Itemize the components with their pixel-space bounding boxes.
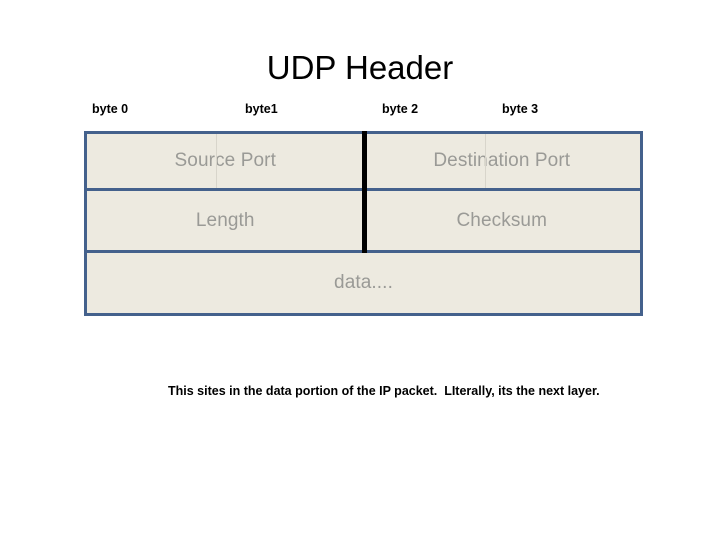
cell-length: Length [195,209,255,231]
byte-offset-label-1: byte1 [245,102,278,116]
page-title: UDP Header [266,49,454,86]
byte-offset-label-3: byte 3 [502,102,539,116]
quarter-divider-3 [485,134,486,188]
cell-destination-port: Destination Port [433,150,571,171]
quarter-divider-1 [216,134,217,188]
cell-data: data.... [334,272,393,293]
cell-checksum: Checksum [456,209,548,231]
table-row-data: data.... [87,253,640,313]
byte-ruler: byte 0 byte1 byte 2 byte 3 [84,100,644,120]
cell-source-port: Source Port [174,150,276,171]
word-midpoint-divider [362,131,367,253]
caption-text: This sites in the data portion of the IP… [168,384,600,398]
byte-offset-label-0: byte 0 [92,102,129,116]
byte-offset-label-2: byte 2 [382,102,419,116]
udp-header-table: Source Port Destination Port Length Chec… [84,131,643,316]
